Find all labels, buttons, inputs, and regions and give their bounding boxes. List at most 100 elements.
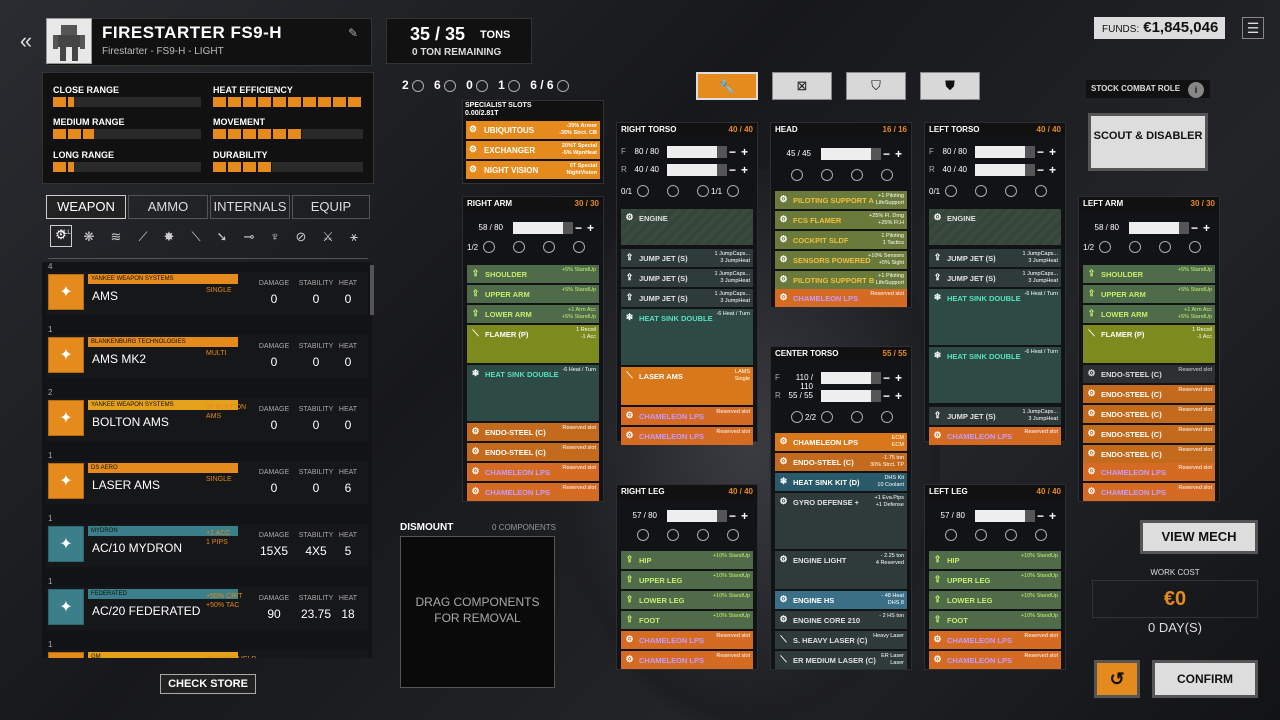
- component-slot[interactable]: ⇪UPPER LEG+10% StandUp: [929, 571, 1061, 589]
- check-store-button[interactable]: CHECK STORE: [160, 674, 256, 694]
- component-slot[interactable]: ⇪JUMP JET (S)1 JumpCaps... 3 JumpHeat: [621, 289, 753, 307]
- menu-button[interactable]: ☰: [1242, 17, 1264, 39]
- component-slot[interactable]: ⇪FOOT+10% StandUp: [621, 611, 753, 629]
- component-slot[interactable]: ⇪JUMP JET (S)1 JumpCaps... 3 JumpHeat: [929, 407, 1061, 425]
- filter-ballistic-icon[interactable]: ⟋: [138, 229, 148, 244]
- armor-increase-button[interactable]: +: [1203, 221, 1211, 235]
- armor-decrease-button[interactable]: −: [883, 147, 891, 161]
- component-slot[interactable]: ⟍FLAMER (P)1 Recoil -1 Acc: [1083, 325, 1215, 363]
- component-slot[interactable]: ⚙ENGINE CORE 210- 2 HS ton: [775, 611, 907, 629]
- armor-decrease-button[interactable]: −: [729, 163, 737, 177]
- component-slot[interactable]: ❄HEAT SINK KIT (D)DHS Kit 10 Coolant: [775, 473, 907, 491]
- tab-ammo[interactable]: AMMO: [128, 195, 208, 219]
- armor-decrease-button[interactable]: −: [1191, 221, 1199, 235]
- tab-internals[interactable]: INTERNALS: [210, 195, 290, 219]
- filter-spread-icon[interactable]: ≋: [110, 229, 122, 244]
- component-slot[interactable]: ⇪UPPER LEG+10% StandUp: [621, 571, 753, 589]
- filter-missile-icon[interactable]: ➘: [216, 229, 228, 244]
- component-slot[interactable]: ⟍S. HEAVY LASER (C)Heavy Laser: [775, 631, 907, 649]
- component-slot[interactable]: ⚙ENDO-STEEL (C)Reserved slot: [1083, 445, 1215, 463]
- strip-weapons-button[interactable]: ⛉: [846, 72, 906, 100]
- component-slot[interactable]: ⚙PILOTING SUPPORT B+1 Piloting LifeSuppo…: [775, 271, 907, 289]
- component-slot[interactable]: ⚙ENGINE: [621, 209, 753, 245]
- strip-armor-button[interactable]: ⛊: [920, 72, 980, 100]
- component-slot[interactable]: ⇪UPPER ARM+5% StandUp: [467, 285, 599, 303]
- component-slot[interactable]: ⇪LOWER ARM+1 Arm Acc +5% StandUp: [467, 305, 599, 323]
- component-slot[interactable]: ⇪HIP+10% StandUp: [929, 551, 1061, 569]
- back-button[interactable]: «: [19, 28, 33, 53]
- weapon-list-scrollbar[interactable]: [370, 265, 374, 315]
- filter-energy-icon[interactable]: ✸: [163, 229, 175, 244]
- tab-equip[interactable]: EQUIP: [292, 195, 370, 219]
- component-slot[interactable]: ⚙ENGINE: [929, 209, 1061, 245]
- component-slot[interactable]: ⚙ENDO-STEEL (C)Reserved slot: [467, 423, 599, 441]
- component-slot[interactable]: ⇪JUMP JET (S)1 JumpCaps... 3 JumpHeat: [929, 249, 1061, 267]
- component-slot[interactable]: ⚙ENGINE HS- 48 Heat DHS 8: [775, 591, 907, 609]
- component-slot[interactable]: ⇪SHOULDER+5% StandUp: [467, 265, 599, 283]
- component-slot[interactable]: ⇪JUMP JET (S)1 JumpCaps... 3 JumpHeat: [621, 249, 753, 267]
- component-slot[interactable]: ⚙PILOTING SUPPORT A+1 Piloting LifeSuppo…: [775, 191, 907, 209]
- armor-decrease-button[interactable]: −: [883, 371, 891, 385]
- component-slot[interactable]: ⚙FCS FLAMER+25% Fl. Dmg +25% Fl.H: [775, 211, 907, 229]
- component-slot[interactable]: ⚙SENSORS POWERED+10% Sensors +5% Sight: [775, 251, 907, 269]
- armor-decrease-button[interactable]: −: [1037, 163, 1045, 177]
- filter-cluster-icon[interactable]: ❋: [83, 229, 95, 244]
- view-mech-button[interactable]: VIEW MECH: [1140, 520, 1258, 554]
- component-slot[interactable]: ❄HEAT SINK DOUBLE-6 Heat / Turn: [929, 347, 1061, 403]
- armor-increase-button[interactable]: +: [1049, 509, 1057, 523]
- dismount-drop-zone[interactable]: [400, 536, 555, 688]
- component-slot[interactable]: ⟍ER MEDIUM LASER (C)ER Laser Laser: [775, 651, 907, 669]
- armor-increase-button[interactable]: +: [1049, 145, 1057, 159]
- component-slot[interactable]: ⇪JUMP JET (S)1 JumpCaps... 3 JumpHeat: [621, 269, 753, 287]
- component-slot[interactable]: ⚙ENDO-STEEL (C)Reserved slot: [467, 443, 599, 461]
- confirm-button[interactable]: CONFIRM: [1152, 660, 1258, 698]
- component-slot[interactable]: ❄HEAT SINK DOUBLE-6 Heat / Turn: [621, 309, 753, 365]
- component-slot[interactable]: ❄HEAT SINK DOUBLE-6 Heat / Turn: [929, 289, 1061, 345]
- component-slot[interactable]: ⇪LOWER ARM+1 Arm Acc +5% StandUp: [1083, 305, 1215, 323]
- specialist-item[interactable]: ⚙UBIQUITOUS-35% Armor -35% Strct. CB: [466, 121, 600, 139]
- armor-decrease-button[interactable]: −: [729, 145, 737, 159]
- wrench-tool-button[interactable]: 🔧: [696, 72, 758, 100]
- filter-all-icon[interactable]: ALL⚙: [50, 225, 72, 247]
- info-icon[interactable]: i: [1188, 82, 1204, 98]
- filter-flamer-icon[interactable]: ♆: [270, 229, 280, 244]
- component-slot[interactable]: ⚙ENDO-STEEL (C)-1.75 ton 30% Strct. TP: [775, 453, 907, 471]
- component-slot[interactable]: ⇪LOWER LEG+10% StandUp: [929, 591, 1061, 609]
- component-slot[interactable]: ⟍FLAMER (P)1 Recoil -1 Acc: [467, 325, 599, 363]
- armor-increase-button[interactable]: +: [741, 509, 749, 523]
- tab-weapon[interactable]: WEAPON: [46, 195, 126, 219]
- component-slot[interactable]: ⚙ENDO-STEEL (C)Reserved slot: [1083, 365, 1215, 383]
- component-slot[interactable]: ⇪LOWER LEG+10% StandUp: [621, 591, 753, 609]
- armor-increase-button[interactable]: +: [1049, 163, 1057, 177]
- armor-increase-button[interactable]: +: [587, 221, 595, 235]
- armor-increase-button[interactable]: +: [895, 389, 903, 403]
- component-slot[interactable]: ⇪UPPER ARM+5% StandUp: [1083, 285, 1215, 303]
- armor-decrease-button[interactable]: −: [883, 389, 891, 403]
- component-slot[interactable]: ⚙ENDO-STEEL (C)Reserved slot: [1083, 385, 1215, 403]
- armor-decrease-button[interactable]: −: [1037, 145, 1045, 159]
- filter-rifle-icon[interactable]: ⊸: [243, 229, 255, 244]
- component-slot[interactable]: ⇪JUMP JET (S)1 JumpCaps... 3 JumpHeat: [929, 269, 1061, 287]
- component-slot[interactable]: ⇪HIP+10% StandUp: [621, 551, 753, 569]
- component-slot[interactable]: ⚙ENGINE LIGHT- 2.25 ton 4 Reserved: [775, 551, 907, 589]
- component-slot[interactable]: ⚙ENDO-STEEL (C)Reserved slot: [1083, 425, 1215, 443]
- strip-all-button[interactable]: ⊠: [772, 72, 832, 100]
- armor-decrease-button[interactable]: −: [575, 221, 583, 235]
- filter-laser-icon[interactable]: ⟍: [191, 229, 201, 244]
